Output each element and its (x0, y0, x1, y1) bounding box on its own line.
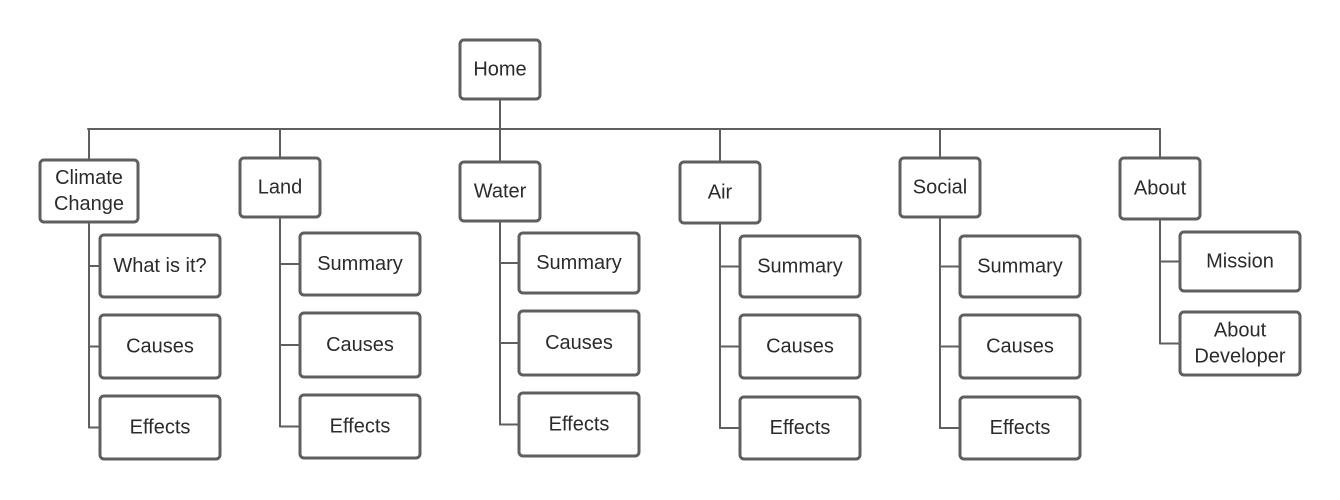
node-about-child-about-developer-label: About (1214, 320, 1267, 342)
node-social-child-summary-label: Summary (977, 256, 1063, 278)
node-social-child-effects-label: Effects (990, 417, 1051, 439)
node-land-child-causes-label: Causes (326, 334, 394, 356)
node-water-child-effects-box (517, 391, 641, 458)
node-air-child-summary-box (738, 234, 862, 299)
node-social: Social (898, 156, 982, 219)
node-climate-change-child-causes-box (98, 313, 222, 380)
node-air-child-effects-box (738, 395, 862, 461)
node-water-child-summary: Summary (517, 231, 641, 295)
node-air-child-causes: Causes (738, 313, 862, 380)
node-climate-change-child-what-is-it: What is it? (98, 233, 222, 299)
node-about-child-mission: Mission (1178, 230, 1302, 293)
node-air-box (678, 160, 762, 225)
node-water-child-effects: Effects (517, 391, 641, 458)
node-land-child-effects-label: Effects (330, 416, 391, 438)
node-land-child-effects-box (298, 393, 422, 460)
node-social-child-causes-box (958, 313, 1082, 380)
connectors (87, 98, 1181, 429)
node-social-child-effects-box (958, 395, 1082, 461)
node-about-child-mission-box (1178, 230, 1302, 293)
node-air-child-effects-label: Effects (770, 417, 831, 439)
node-social-child-summary: Summary (958, 234, 1082, 299)
node-water-child-causes: Causes (517, 309, 641, 377)
node-social-child-effects: Effects (958, 395, 1082, 461)
node-about-child-about-developer-label: Developer (1194, 346, 1286, 368)
node-social-child-causes-label: Causes (986, 336, 1054, 358)
node-water-child-causes-label: Causes (545, 332, 613, 354)
node-climate-change-child-what-is-it-label: What is it? (113, 255, 206, 277)
node-climate-change-label: Change (54, 193, 124, 215)
node-climate-change-child-causes: Causes (98, 313, 222, 380)
node-land-child-causes: Causes (298, 311, 422, 379)
node-home: Home (458, 38, 542, 101)
node-land-child-summary-label: Summary (317, 253, 403, 275)
node-air-child-causes-box (738, 313, 862, 380)
node-climate-change-box (38, 158, 140, 224)
node-air-child-causes-label: Causes (766, 336, 834, 358)
node-about-label: About (1134, 178, 1187, 200)
node-social-child-summary-box (958, 234, 1082, 299)
node-land-child-summary: Summary (298, 231, 422, 297)
node-climate-change-child-causes-label: Causes (126, 336, 194, 358)
node-about-child-mission-label: Mission (1206, 251, 1274, 273)
node-water: Water (458, 160, 542, 223)
node-water-child-summary-label: Summary (536, 252, 622, 274)
node-land-box (238, 156, 322, 219)
node-water-child-effects-label: Effects (549, 414, 610, 436)
node-air: Air (678, 160, 762, 225)
node-social-box (898, 156, 982, 219)
node-air-child-summary: Summary (738, 234, 862, 299)
node-air-child-summary-label: Summary (757, 256, 843, 278)
node-water-label: Water (474, 181, 527, 203)
node-about-box (1118, 156, 1202, 221)
node-land-child-summary-box (298, 231, 422, 297)
node-land: Land (238, 156, 322, 219)
node-about-child-about-developer-box (1178, 310, 1302, 377)
node-climate-change-child-effects: Effects (98, 394, 222, 461)
node-land-child-causes-box (298, 311, 422, 379)
node-air-label: Air (708, 182, 733, 204)
node-home-box (458, 38, 542, 101)
node-social-child-causes: Causes (958, 313, 1082, 380)
node-land-child-effects: Effects (298, 393, 422, 460)
node-home-label: Home (473, 59, 526, 81)
node-social-label: Social (913, 177, 967, 199)
node-climate-change-child-effects-label: Effects (130, 417, 191, 439)
node-water-child-causes-box (517, 309, 641, 377)
node-climate-change-child-what-is-it-box (98, 233, 222, 299)
node-climate-change-child-effects-box (98, 394, 222, 461)
node-water-box (458, 160, 542, 223)
node-water-child-summary-box (517, 231, 641, 295)
node-land-label: Land (258, 177, 303, 199)
node-about: About (1118, 156, 1202, 221)
node-air-child-effects: Effects (738, 395, 862, 461)
node-climate-change-label: Climate (55, 167, 123, 189)
